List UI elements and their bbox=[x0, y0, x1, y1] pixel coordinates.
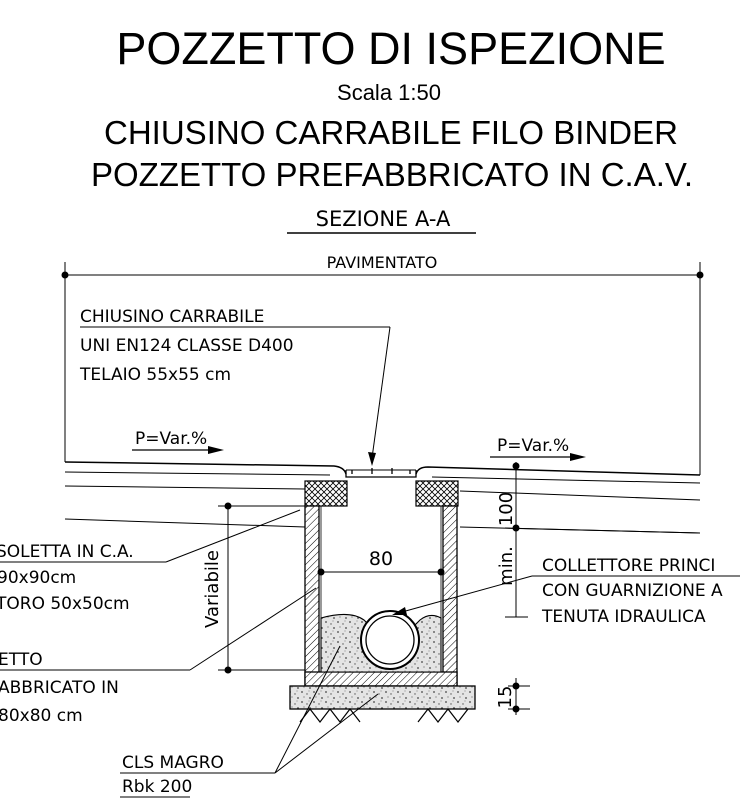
slope-left-arrow-head bbox=[208, 446, 224, 454]
base-dim-tick-1 bbox=[512, 682, 520, 690]
drawing-scale: Scala 1:50 bbox=[337, 80, 441, 105]
collettore-label-3: TENUTA IDRAULICA bbox=[541, 607, 706, 627]
cls-leader-1 bbox=[274, 645, 341, 774]
subtitle-line-2: POZZETTO PREFABBRICATO IN C.A.V. bbox=[91, 156, 693, 193]
width-dim-tick-right bbox=[437, 568, 445, 576]
chiusino-leader-arrow bbox=[368, 452, 376, 466]
pavement-binder-right bbox=[431, 476, 701, 484]
variable-dim-tick-top bbox=[224, 502, 232, 510]
pavement-top-right bbox=[415, 466, 701, 476]
chiusino-label-2: UNI EN124 CLASSE D400 bbox=[80, 336, 294, 356]
top-dim-value: 100 bbox=[496, 492, 517, 526]
top-dim-min: min. bbox=[496, 546, 517, 586]
slope-right-label: P=Var.% bbox=[497, 436, 569, 456]
cls-label-2: Rbk 200 bbox=[122, 777, 192, 797]
width-dim-tick-left bbox=[317, 568, 325, 576]
pavement-binder-left bbox=[64, 471, 331, 476]
chiusino-label-1: CHIUSINO CARRABILE bbox=[80, 307, 264, 327]
variable-dim-label: Variabile bbox=[202, 550, 223, 628]
base-dim-value: 15 bbox=[495, 686, 516, 709]
section-title: SEZIONE A-A bbox=[316, 207, 451, 231]
pozzetto-label-2: ABBRICATO IN bbox=[0, 678, 119, 698]
collettore-label-1: COLLETTORE PRINCI bbox=[542, 556, 715, 576]
paved-label: PAVIMENTATO bbox=[327, 253, 438, 272]
pavement-base-right bbox=[459, 490, 701, 501]
chiusino-label-3: TELAIO 55x55 cm bbox=[79, 365, 231, 385]
chiusino-leader bbox=[371, 326, 391, 459]
soletta-label-3: TORO 50x50cm bbox=[0, 594, 130, 614]
ground-symbol-right bbox=[417, 708, 469, 723]
variable-dim-tick-bottom bbox=[224, 666, 232, 674]
drawing-title: POZZETTO DI ISPEZIONE bbox=[116, 23, 665, 74]
slope-left-label: P=Var.% bbox=[135, 429, 207, 449]
soletta-label-2: 90x90cm bbox=[0, 568, 76, 588]
pavement-base-left bbox=[64, 485, 306, 490]
wall-bottom bbox=[304, 671, 458, 687]
pozzetto-leader bbox=[189, 587, 317, 671]
collector-pipe-inner bbox=[365, 615, 415, 665]
subtitle-line-1: CHIUSINO CARRABILE FILO BINDER bbox=[104, 114, 678, 151]
collettore-leader-arrow bbox=[392, 607, 407, 615]
cls-leader-2 bbox=[274, 693, 379, 774]
collettore-label-2: CON GUARNIZIONE A bbox=[542, 581, 723, 601]
wall-right bbox=[442, 505, 458, 687]
soletta-label-1: SOLETTA IN C.A. bbox=[0, 542, 134, 562]
cover-frame-left bbox=[304, 480, 348, 507]
soletta-leader bbox=[165, 509, 301, 563]
pozzetto-label-1: ETTO bbox=[0, 650, 43, 670]
slope-right-arrow-head bbox=[570, 453, 586, 461]
cls-label-1: CLS MAGRO bbox=[122, 753, 224, 773]
cover-lid bbox=[345, 468, 417, 478]
width-dim-value: 80 bbox=[369, 548, 393, 570]
top-dim-ext-1 bbox=[504, 527, 701, 534]
pavement-sub-left bbox=[64, 518, 306, 528]
inner-line-left bbox=[318, 505, 322, 673]
wall-left bbox=[304, 505, 320, 687]
inner-line-right bbox=[440, 505, 444, 673]
collettore-leader bbox=[401, 575, 533, 613]
pozzetto-label-3: 80x80 cm bbox=[0, 706, 83, 726]
base-dim-tick-2 bbox=[512, 705, 520, 713]
cover-frame-right bbox=[415, 480, 459, 507]
ground-symbol-left bbox=[299, 708, 361, 723]
lean-concrete-base bbox=[289, 685, 476, 710]
top-dim-tick-1 bbox=[512, 462, 520, 470]
